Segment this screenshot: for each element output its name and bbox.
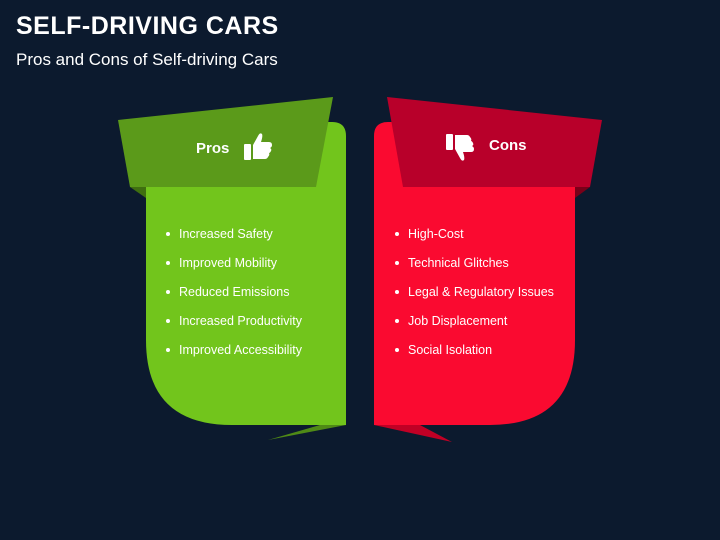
cons-card xyxy=(374,97,602,442)
list-item: Increased Safety xyxy=(166,225,302,254)
cons-list: High-Cost Technical Glitches Legal & Reg… xyxy=(395,225,554,370)
list-item: Improved Accessibility xyxy=(166,341,302,370)
pros-card-body xyxy=(146,122,346,425)
list-item: Technical Glitches xyxy=(395,254,554,283)
cons-card-body xyxy=(374,122,575,425)
pros-banner-fold xyxy=(130,187,146,198)
list-item: Increased Productivity xyxy=(166,312,302,341)
list-item: High-Cost xyxy=(395,225,554,254)
cons-banner-fold xyxy=(575,187,590,198)
cons-banner xyxy=(387,97,602,187)
pros-heading: Pros xyxy=(196,140,230,157)
slide-subtitle: Pros and Cons of Self-driving Cars xyxy=(16,50,278,69)
cons-card-tail xyxy=(374,425,452,442)
pros-card-tail xyxy=(268,425,346,440)
list-item: Social Isolation xyxy=(395,341,554,370)
pros-banner xyxy=(118,97,333,187)
list-item: Legal & Regulatory Issues xyxy=(395,283,554,312)
list-item: Reduced Emissions xyxy=(166,283,302,312)
thumbs-up-icon xyxy=(241,131,275,168)
pros-card xyxy=(118,97,346,440)
cons-heading: Cons xyxy=(489,137,527,154)
pros-list: Increased Safety Improved Mobility Reduc… xyxy=(166,225,302,370)
slide-title: SELF-DRIVING CARS xyxy=(16,12,279,40)
list-item: Improved Mobility xyxy=(166,254,302,283)
thumbs-down-icon xyxy=(443,131,477,168)
list-item: Job Displacement xyxy=(395,312,554,341)
